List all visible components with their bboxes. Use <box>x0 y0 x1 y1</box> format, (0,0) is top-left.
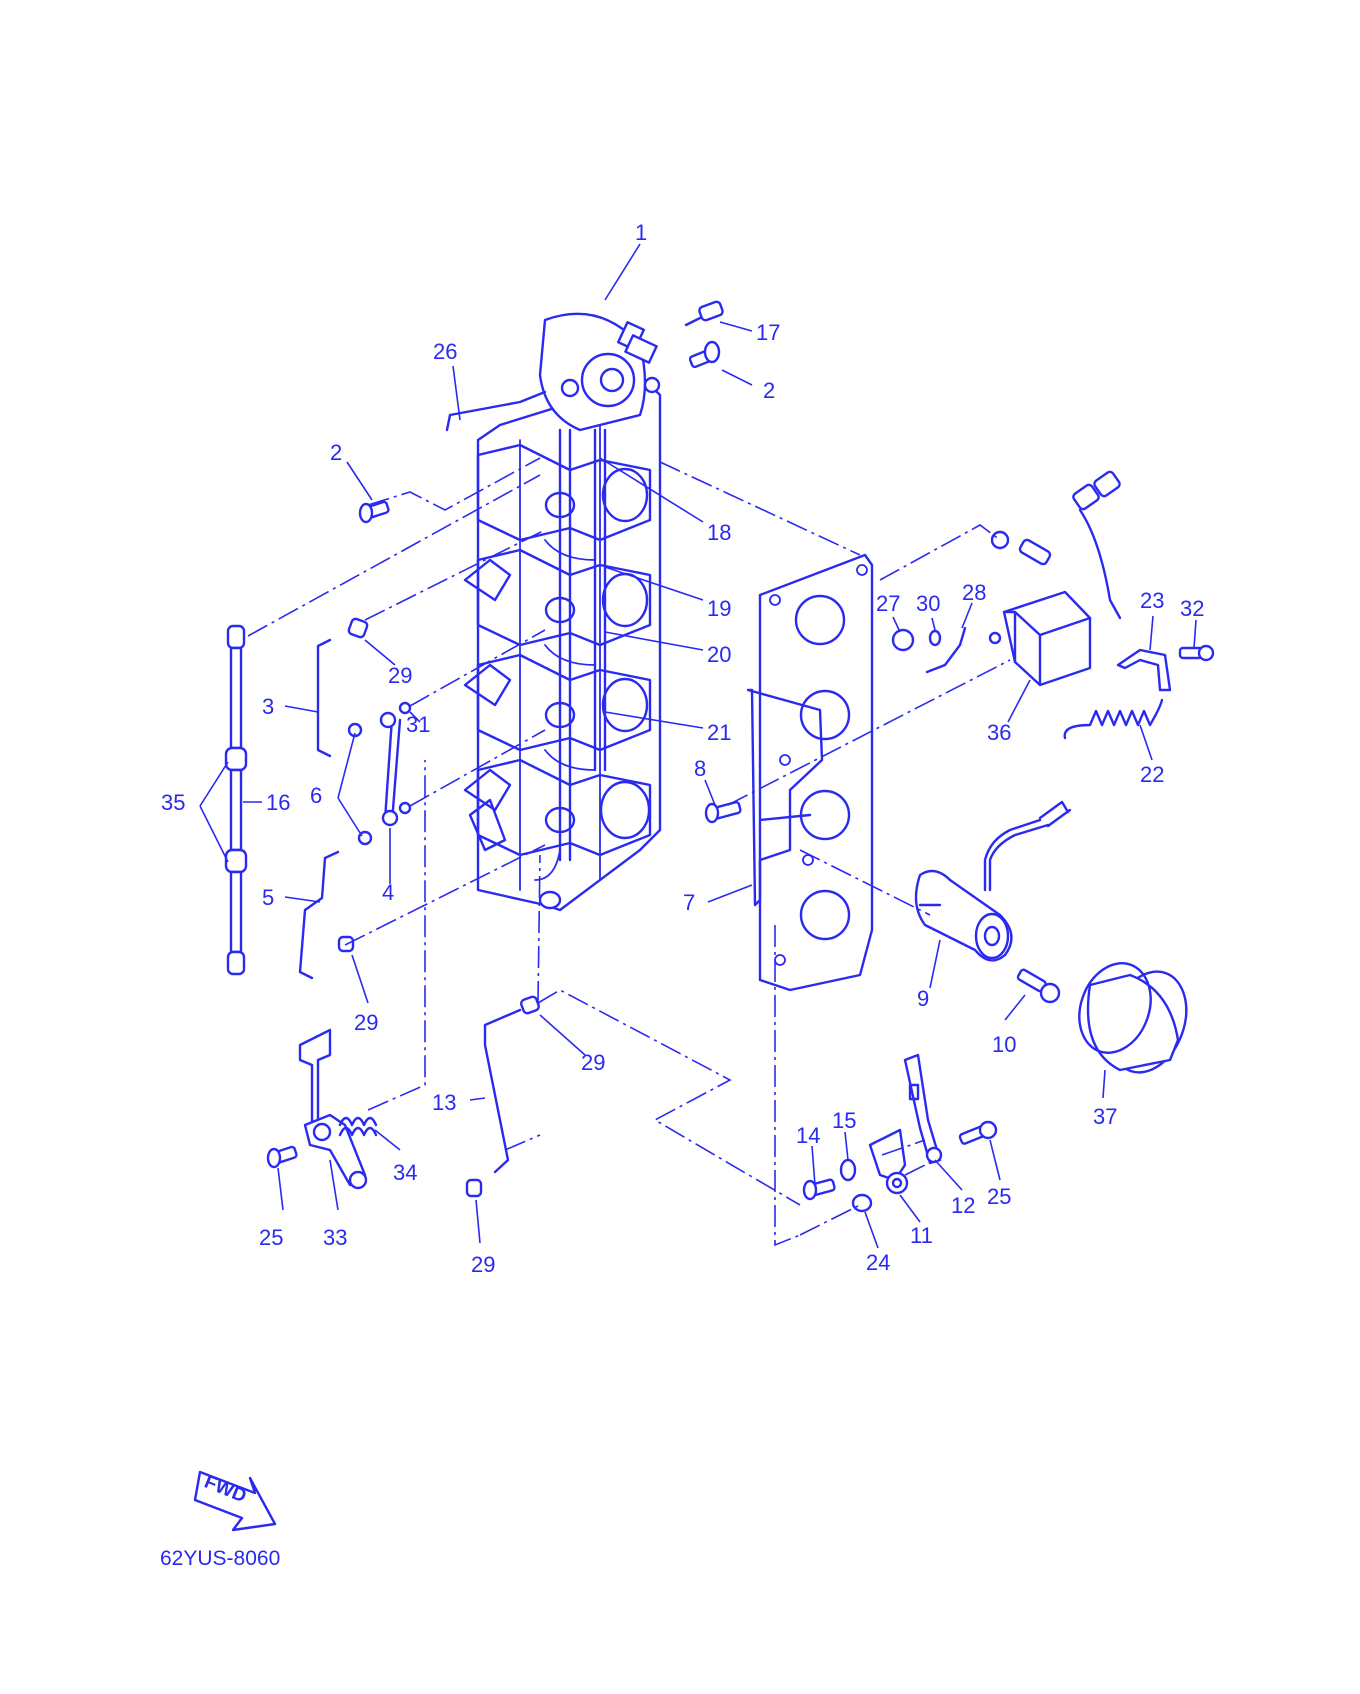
part-label-19: 19 <box>707 596 731 621</box>
lever-4 <box>383 716 402 824</box>
balance-pipe <box>224 624 248 976</box>
part-label-16: 16 <box>266 790 290 815</box>
part-label-36: 36 <box>987 720 1011 745</box>
carburetor-stage-4 <box>463 758 652 857</box>
part-label-31: 31 <box>406 712 430 737</box>
valve-block-36 <box>988 590 1092 687</box>
link-5 <box>298 850 340 980</box>
intake-plate <box>746 553 874 992</box>
clip-29-top <box>347 617 369 639</box>
part-label-29: 29 <box>388 663 412 688</box>
washer-31-bottom <box>398 801 412 815</box>
part-label-5: 5 <box>262 885 274 910</box>
part-label-15: 15 <box>832 1108 856 1133</box>
part-label-1: 1 <box>635 220 647 245</box>
part-label-2: 2 <box>763 378 775 403</box>
washer-15 <box>839 1158 857 1182</box>
part-label-25: 25 <box>987 1184 1011 1209</box>
screw-upper-right <box>688 340 721 369</box>
part-label-8: 8 <box>694 756 706 781</box>
part-label-23: 23 <box>1140 588 1164 613</box>
clip-28 <box>925 626 967 674</box>
part-label-21: 21 <box>707 720 731 745</box>
screw-8 <box>704 801 742 824</box>
part-label-32: 32 <box>1180 596 1204 621</box>
part-label-34: 34 <box>393 1160 417 1185</box>
link-3 <box>316 638 332 758</box>
part-label-10: 10 <box>992 1032 1016 1057</box>
part-label-18: 18 <box>707 520 731 545</box>
carburetor-stage-1 <box>476 443 652 542</box>
plug-connector <box>1072 470 1122 620</box>
part-label-3: 3 <box>262 694 274 719</box>
solenoid-wire <box>983 818 1050 892</box>
part-label-22: 22 <box>1140 762 1164 787</box>
part-label-35: 35 <box>161 790 185 815</box>
part-label-6: 6 <box>310 783 322 808</box>
link-13 <box>483 1008 522 1174</box>
screw-25-left <box>266 1145 298 1169</box>
part-label-12: 12 <box>951 1193 975 1218</box>
part-label-24: 24 <box>866 1250 890 1275</box>
part-label-33: 33 <box>323 1225 347 1250</box>
part-label-20: 20 <box>707 642 731 667</box>
clip-29-right <box>520 995 540 1015</box>
part-label-27: 27 <box>876 591 900 616</box>
carburetor-assembly <box>463 378 662 912</box>
part-label-30: 30 <box>916 591 940 616</box>
washer-30 <box>928 629 942 647</box>
lever-4-top <box>379 711 397 729</box>
link-rod <box>445 390 547 432</box>
hose-fitting <box>684 300 724 327</box>
wire-connector <box>1038 800 1072 828</box>
bracket-12 <box>903 1053 943 1165</box>
bracket-23 <box>1116 648 1172 692</box>
screw-10 <box>1016 968 1061 1004</box>
part-label-26: 26 <box>433 339 457 364</box>
fwd-arrow: FWD <box>193 1470 277 1532</box>
lever-4-bottom <box>381 809 399 827</box>
part-label-29: 29 <box>354 1010 378 1035</box>
part-label-25: 25 <box>259 1225 283 1250</box>
bolt-top <box>1018 538 1052 566</box>
part-labels: 1 2 2 3 4 5 6 7 8 9 10 11 12 13 14 15 16… <box>161 220 1204 1277</box>
part-label-37: 37 <box>1093 1104 1117 1129</box>
spring-34 <box>338 1116 378 1137</box>
lever-11 <box>868 1128 909 1195</box>
part-label-29: 29 <box>581 1050 605 1075</box>
screw-32 <box>1178 644 1215 662</box>
throttle-cam-lever <box>298 1028 368 1190</box>
screw-14 <box>802 1178 836 1201</box>
carburetor-stage-3 <box>463 653 652 752</box>
assembly-lines <box>247 457 1011 1247</box>
leader-lines <box>199 243 1197 1249</box>
screw-left <box>358 500 390 524</box>
screw-25-right <box>958 1120 998 1145</box>
throttle-position-sensor <box>538 312 661 432</box>
part-label-28: 28 <box>962 580 986 605</box>
part-label-17: 17 <box>756 320 780 345</box>
nut-27 <box>891 628 915 652</box>
washer-top <box>990 530 1010 550</box>
carburetor-stage-2 <box>463 548 652 647</box>
washer-31-top <box>398 701 412 715</box>
solenoid-9 <box>914 869 1013 962</box>
cover-37 <box>1078 962 1188 1074</box>
part-label-29: 29 <box>471 1252 495 1277</box>
part-label-4: 4 <box>382 880 394 905</box>
washer-24 <box>851 1193 873 1213</box>
part-label-13: 13 <box>432 1090 456 1115</box>
part-label-14: 14 <box>796 1123 820 1148</box>
part-label-7: 7 <box>683 890 695 915</box>
part-label-2: 2 <box>330 440 342 465</box>
spring-22 <box>1063 698 1164 740</box>
part-label-9: 9 <box>917 986 929 1011</box>
clip-29-bottom <box>465 1178 483 1198</box>
diagram-code: 62YUS-8060 <box>160 1547 280 1570</box>
part-label-11: 11 <box>910 1223 933 1248</box>
